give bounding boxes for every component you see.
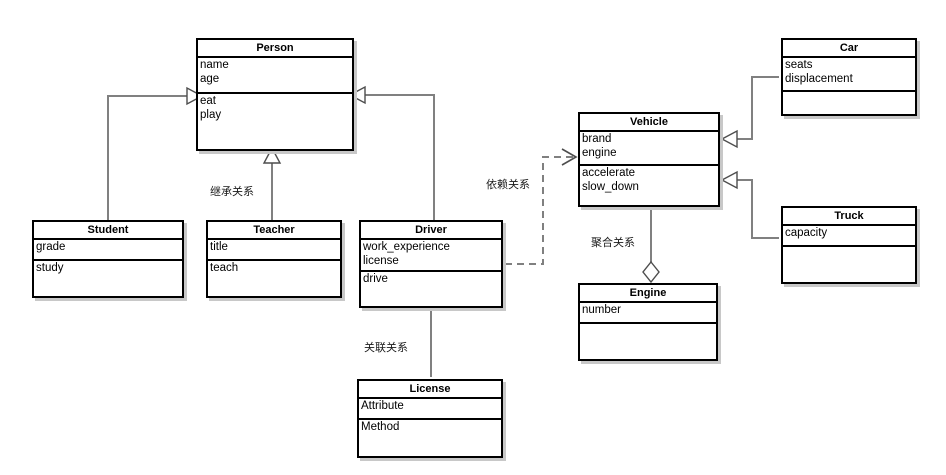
class-operations-car (783, 92, 915, 93)
operation-item: play (200, 109, 222, 121)
edge-label-inheritance: 继承关系 (210, 185, 254, 198)
edge-vehicle-engine[interactable] (642, 209, 660, 284)
operation-item: slow_down (582, 181, 639, 193)
class-operations-truck (783, 247, 915, 248)
attribute-item: title (210, 241, 228, 253)
class-operations-person: eat play (198, 94, 352, 123)
aggregation-diamond (642, 260, 660, 284)
operation-item: drive (363, 273, 388, 285)
generalization-arrowhead (720, 170, 738, 190)
class-attributes-vehicle: brand engine (580, 132, 718, 166)
class-box-truck[interactable]: Truck capacity (781, 206, 917, 284)
edge-driver-person[interactable] (348, 85, 435, 220)
class-title-license: License (359, 381, 501, 399)
class-title-person: Person (198, 40, 352, 58)
edge-truck-vehicle[interactable] (720, 170, 779, 239)
class-title-student: Student (34, 222, 182, 240)
class-attributes-license: Attribute (359, 399, 501, 420)
class-box-engine[interactable]: Engine number (578, 283, 718, 361)
edge-car-vehicle[interactable] (720, 76, 779, 149)
attribute-item: work_experience (363, 241, 450, 253)
edge-label-association: 关联关系 (364, 341, 408, 354)
operation-item: eat (200, 95, 216, 107)
class-attributes-engine: number (580, 303, 716, 324)
class-title-vehicle: Vehicle (580, 114, 718, 132)
attribute-item: brand (582, 133, 612, 145)
class-operations-engine (580, 324, 716, 325)
attribute-item: number (582, 304, 621, 316)
class-operations-vehicle: accelerate slow_down (580, 166, 718, 195)
class-attributes-student: grade (34, 240, 182, 261)
class-box-license[interactable]: License Attribute Method (357, 379, 503, 458)
attribute-item: grade (36, 241, 66, 253)
class-title-teacher: Teacher (208, 222, 340, 240)
attribute-item: age (200, 73, 220, 85)
edge-label-aggregation: 聚合关系 (591, 236, 635, 249)
edge-driver-vehicle[interactable] (505, 148, 578, 265)
class-title-driver: Driver (361, 222, 501, 240)
class-attributes-teacher: title (208, 240, 340, 261)
class-box-student[interactable]: Student grade study (32, 220, 184, 298)
operation-item: accelerate (582, 167, 636, 179)
attribute-item: license (363, 255, 399, 267)
class-attributes-driver: work_experience license (361, 240, 501, 272)
class-box-person[interactable]: Person name age eat play (196, 38, 354, 151)
attribute-item: Attribute (361, 400, 404, 412)
class-box-vehicle[interactable]: Vehicle brand engine accelerate slow_dow… (578, 112, 720, 207)
class-box-car[interactable]: Car seats displacement (781, 38, 917, 116)
attribute-item: displacement (785, 73, 853, 85)
attribute-item: engine (582, 147, 617, 159)
class-attributes-car: seats displacement (783, 58, 915, 92)
class-operations-license: Method (359, 420, 501, 435)
class-title-truck: Truck (783, 208, 915, 226)
operation-item: teach (210, 262, 239, 274)
generalization-arrowhead (720, 129, 738, 149)
operation-item: Method (361, 421, 400, 433)
class-operations-student: study (34, 261, 182, 276)
edge-label-dependency: 依赖关系 (486, 178, 530, 191)
class-title-engine: Engine (580, 285, 716, 303)
class-attributes-truck: capacity (783, 226, 915, 247)
class-attributes-person: name age (198, 58, 352, 94)
edge-teacher-person[interactable] (262, 146, 282, 220)
attribute-item: name (200, 59, 229, 71)
operation-item: study (36, 262, 64, 274)
class-title-car: Car (783, 40, 915, 58)
class-operations-teacher: teach (208, 261, 340, 276)
attribute-item: capacity (785, 227, 828, 239)
class-operations-driver: drive (361, 272, 501, 287)
dependency-arrowhead (561, 148, 578, 166)
class-box-driver[interactable]: Driver work_experience license drive (359, 220, 503, 308)
class-box-teacher[interactable]: Teacher title teach (206, 220, 342, 298)
edge-student-person[interactable] (107, 86, 204, 220)
attribute-item: seats (785, 59, 813, 71)
